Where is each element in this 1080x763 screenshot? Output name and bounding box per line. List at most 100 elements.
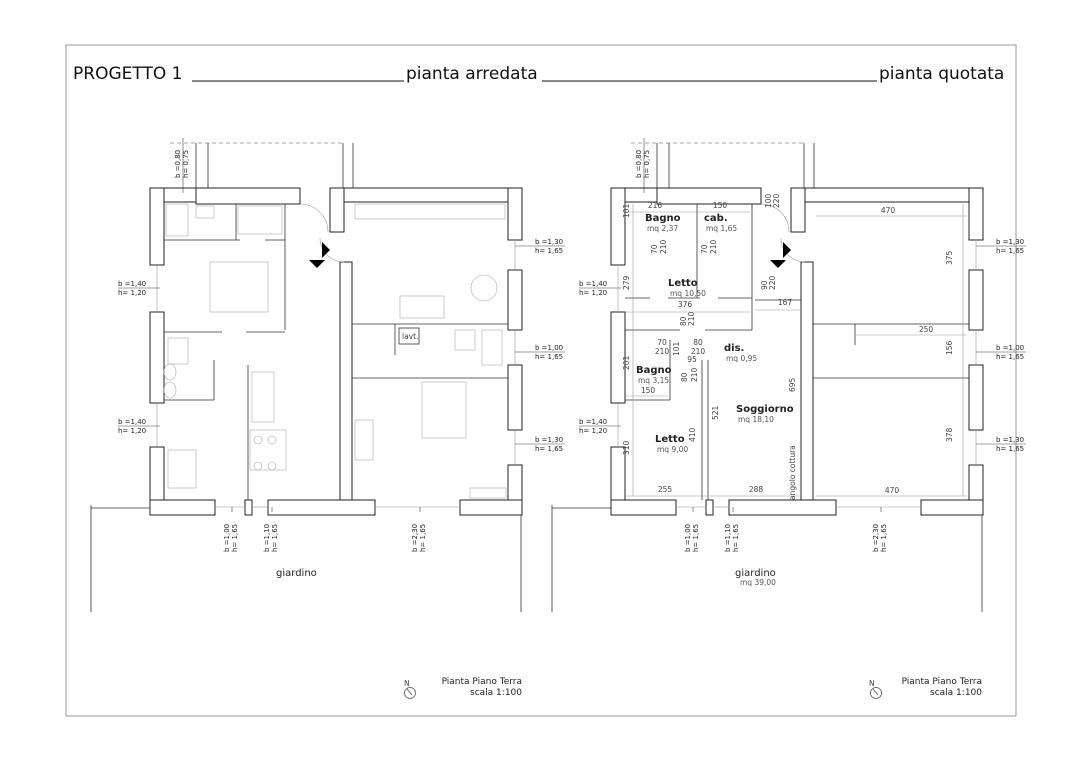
room-area: mq 2,37 <box>647 224 678 233</box>
compass-icon <box>404 687 416 699</box>
window-width-label: b =1,30 <box>535 238 563 246</box>
sheet-border <box>65 44 1017 717</box>
dimension-label: 250 <box>919 325 934 334</box>
north-label: N <box>404 679 410 688</box>
dimension-label: 470 <box>881 206 896 215</box>
window-height-label: h= 1,65 <box>535 247 563 255</box>
furnished-plan: lavt. giardino N Pianta Piano Terra scal… <box>90 142 523 699</box>
laundry-label: lavt. <box>402 332 418 341</box>
kitchen-counter <box>354 203 506 220</box>
window-width-label: b =2,30 <box>872 524 880 552</box>
dimension-label: 695 <box>788 377 797 392</box>
dimension-label: 150 <box>713 201 728 210</box>
dimension-label: 376 <box>678 300 693 309</box>
window-height-label: h= 1,65 <box>692 524 700 552</box>
interior-walls <box>625 204 969 500</box>
window-height-label: h= 1,20 <box>118 427 146 435</box>
compass-icon <box>870 687 882 699</box>
sofa <box>251 371 275 423</box>
window-width-label: b =1,40 <box>579 418 607 426</box>
north-arrow: N <box>869 679 882 699</box>
dimension-label: 156 <box>945 340 954 355</box>
window-height-label: h= 1,20 <box>579 427 607 435</box>
window-width-label: b =0,80 <box>635 150 643 178</box>
room-name: Letto <box>668 278 698 289</box>
window-height-label: h= 1,65 <box>880 524 888 552</box>
dimension-label: 210 <box>709 239 718 254</box>
window-height-label: h= 1,65 <box>535 445 563 453</box>
dimension-label: 101 <box>622 203 631 218</box>
window-width-label: b =1,40 <box>579 280 607 288</box>
dimension-label: 255 <box>658 485 673 494</box>
window-height-label: h= 1,65 <box>419 524 427 552</box>
dimension-label: 101 <box>672 341 681 356</box>
room-area: mq 9,00 <box>657 445 688 454</box>
window-width-label: b =1,10 <box>263 524 271 552</box>
project-title: PROGETTO 1 <box>73 64 182 84</box>
room-name: cab. <box>704 213 728 224</box>
window-height-label: h= 0,75 <box>643 150 651 178</box>
furniture <box>163 203 507 499</box>
interior-walls <box>164 204 508 500</box>
dimension-label: 210 <box>655 347 670 356</box>
dimension-label: 70 <box>700 244 709 254</box>
room-name: dis. <box>724 343 744 354</box>
section-title-furnished: pianta arredata <box>406 64 538 84</box>
dining-table <box>249 429 287 471</box>
window-width-label: b =1,00 <box>223 524 231 552</box>
window-width-label: b =2,30 <box>411 524 419 552</box>
garden-area: mq 39,00 <box>740 578 776 587</box>
garden-label: giardino <box>735 568 776 579</box>
dimension-label: 90 <box>760 280 769 290</box>
room-name: Bagno <box>636 365 672 376</box>
room-name: Soggiorno <box>736 404 794 415</box>
dimension-label: 80 <box>679 316 688 326</box>
double-bed <box>421 381 467 439</box>
window-height-label: h= 1,20 <box>118 289 146 297</box>
section-title-dimensioned: pianta quotata <box>879 64 1004 84</box>
dimension-label: 521 <box>711 405 720 420</box>
dimension-label: 95 <box>687 355 697 364</box>
dimension-lines <box>626 204 967 497</box>
window-height-label: h= 1,65 <box>732 524 740 552</box>
window-width-label: b =0,80 <box>174 150 182 178</box>
dimension-label: 220 <box>772 193 781 208</box>
window-height-label: h= 1,65 <box>535 353 563 361</box>
window-width-label: b =1,10 <box>724 524 732 552</box>
window-width-label: b =1,30 <box>996 436 1024 444</box>
window-height-label: h= 1,65 <box>996 353 1024 361</box>
sofa <box>399 295 445 319</box>
room-area: mq 18,10 <box>738 415 774 424</box>
window-height-label: h= 1,65 <box>231 524 239 552</box>
dimension-label: 210 <box>659 239 668 254</box>
single-bed <box>167 449 197 489</box>
dimension-label: 201 <box>622 355 631 370</box>
dimension-label: 70 <box>657 338 667 347</box>
dimension-label: 150 <box>641 386 656 395</box>
window-width-label: b =1,00 <box>996 344 1024 352</box>
dimension-label: 80 <box>693 338 703 347</box>
dimension-label: 378 <box>945 427 954 442</box>
room-area: mq 3,15 <box>638 376 669 385</box>
dimension-label: 100 <box>764 193 773 208</box>
window-width-label: b =1,40 <box>118 280 146 288</box>
north-arrow: N <box>404 679 416 699</box>
room-area: mq 1,65 <box>706 224 737 233</box>
dimension-label: 220 <box>768 275 777 290</box>
dimension-label: 70 <box>650 244 659 254</box>
dimension-label: 80 <box>680 372 689 382</box>
room-name: Bagno <box>645 213 681 224</box>
window-height-label: h= 1,65 <box>996 247 1024 255</box>
window-width-label: b =1,30 <box>996 238 1024 246</box>
dimension-label: 310 <box>622 440 631 455</box>
window-width-label: b =1,00 <box>535 344 563 352</box>
dimension-label: 210 <box>691 347 706 356</box>
dimension-label: 210 <box>687 311 696 326</box>
room-name: Letto <box>655 434 685 445</box>
dimension-label: 288 <box>749 485 764 494</box>
room-area: mq 10,50 <box>670 289 706 298</box>
window-height-label: h= 0,75 <box>182 150 190 178</box>
dimension-label: angolo cottura <box>788 445 797 500</box>
